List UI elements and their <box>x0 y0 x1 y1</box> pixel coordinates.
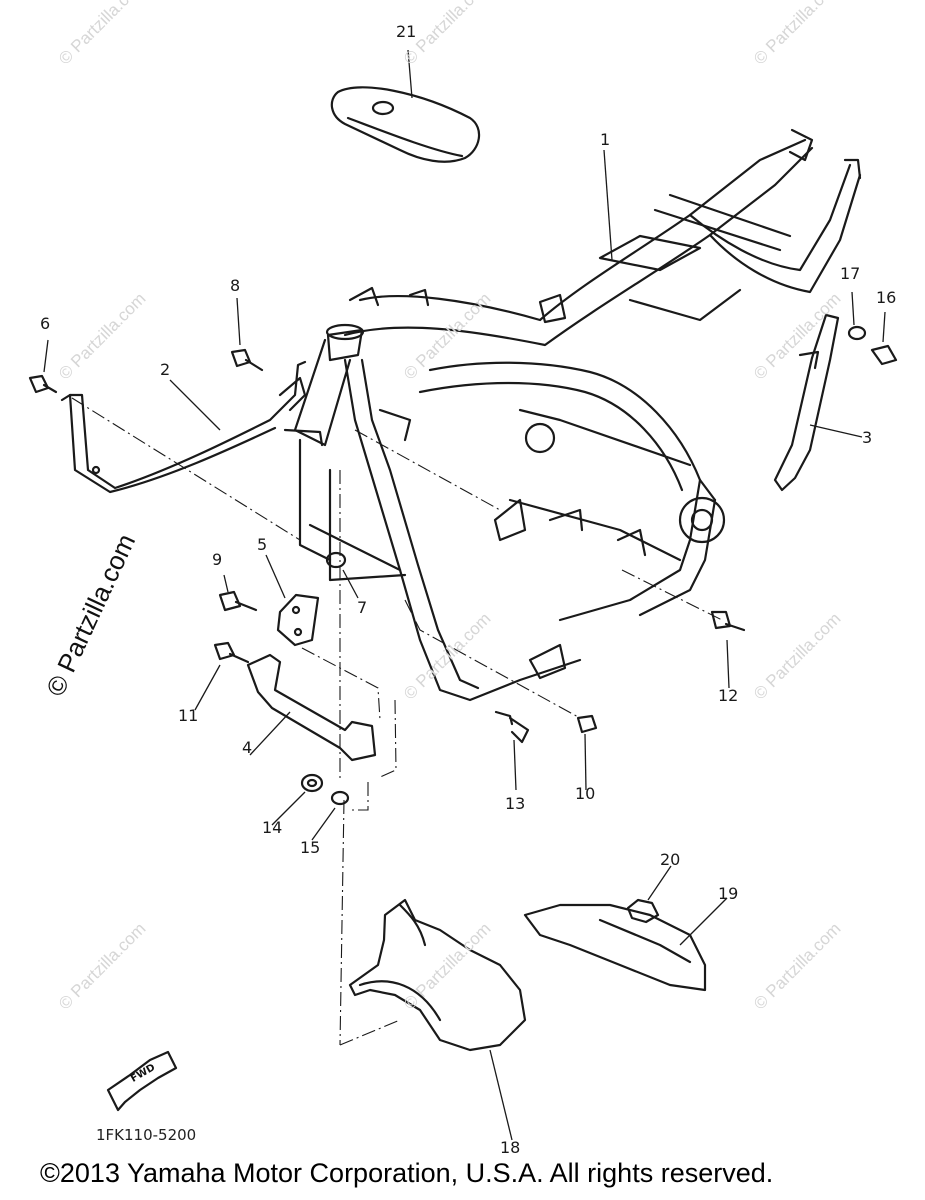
seat-pad-part <box>330 86 481 163</box>
callout-20: 20 <box>660 850 681 869</box>
callout-16: 16 <box>876 288 897 307</box>
callout-15: 15 <box>300 838 321 857</box>
callout-18: 18 <box>500 1138 521 1157</box>
rear-guard-part <box>523 903 707 992</box>
callout-14: 14 <box>262 818 283 837</box>
hardware-parts <box>28 325 898 806</box>
alignment-lines <box>71 397 723 1046</box>
guard-bar-part <box>60 360 307 494</box>
callout-11: 11 <box>178 706 199 725</box>
callout-10: 10 <box>575 784 596 803</box>
callout-19: 19 <box>718 884 739 903</box>
callout-17: 17 <box>840 264 861 283</box>
callout-13: 13 <box>505 794 526 813</box>
bracket-arm-part <box>246 653 377 762</box>
fwd-arrow <box>106 1050 178 1112</box>
callout-9: 9 <box>212 550 223 569</box>
rear-stay-part <box>773 313 840 492</box>
callout-6: 6 <box>40 314 51 333</box>
leader-lines <box>43 49 886 1141</box>
callout-8: 8 <box>230 276 241 295</box>
small-cap-part <box>626 898 660 924</box>
callout-21: 21 <box>396 22 417 41</box>
plate-part <box>276 593 320 647</box>
lower-cover-part <box>348 898 527 1052</box>
callout-2: 2 <box>160 360 171 379</box>
callout-3: 3 <box>862 428 873 447</box>
callout-1: 1 <box>600 130 611 149</box>
callout-7: 7 <box>357 598 368 617</box>
callout-5: 5 <box>257 535 268 554</box>
copyright-notice: ©2013 Yamaha Motor Corporation, U.S.A. A… <box>40 1158 774 1188</box>
callout-4: 4 <box>242 738 253 757</box>
diagram-code: 1FK110-5200 <box>96 1126 197 1144</box>
main-frame-part <box>283 128 862 702</box>
callout-12: 12 <box>718 686 739 705</box>
